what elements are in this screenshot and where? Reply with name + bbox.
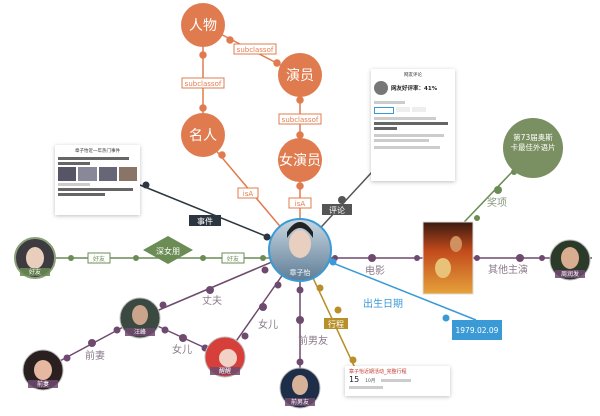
person-node-husband[interactable]: 汪峰	[119, 297, 161, 339]
event-card-title: 章子怡近一年热门事件	[75, 149, 120, 154]
schedule-card[interactable]: 章子怡近期活动_完整行程 15 10月	[345, 366, 450, 396]
edge-label: 女儿	[258, 318, 278, 331]
person-name: 汪峰	[134, 328, 146, 336]
movie-poster[interactable]	[422, 221, 474, 295]
class-node-actor[interactable]: 演员	[278, 53, 322, 97]
person-node-costar[interactable]: 周润发	[549, 239, 591, 281]
edge-label: subclassof	[237, 46, 274, 54]
schedule-day: 15	[349, 375, 360, 384]
edge-label: 前妻	[85, 349, 105, 362]
edge-label: subclassof	[185, 80, 222, 88]
edge-label: 事件	[197, 216, 213, 226]
center-name: 章子怡	[290, 268, 311, 277]
person-name: 好友	[29, 268, 41, 276]
event-images	[58, 167, 137, 181]
person-name: 前妻	[37, 380, 49, 388]
reviewer-avatar	[374, 81, 388, 95]
edge-label: 评论	[329, 205, 345, 215]
edge-label: 出生日期	[363, 297, 403, 310]
edge-label: 女儿	[172, 343, 192, 356]
award-label: 第73届奥斯卡最佳外语片	[510, 133, 556, 152]
person-name: 醒醒	[219, 368, 231, 375]
person-node-daughter[interactable]: 醒醒	[204, 336, 246, 378]
portrait-photo	[289, 230, 311, 258]
class-label: 演员	[286, 68, 314, 84]
person-node-friend[interactable]: 好友	[14, 237, 56, 279]
group-label: 深女朋	[156, 246, 180, 256]
comment-card-title: 网友评论	[404, 73, 422, 78]
class-label: 名人	[189, 128, 217, 144]
schedule-month: 10月	[365, 379, 376, 384]
comment-score: 网友好评率：41%	[391, 86, 438, 92]
edge-label: isA	[243, 190, 254, 198]
class-node-celebrity[interactable]: 名人	[181, 113, 225, 157]
class-node-person[interactable]: 人物	[181, 3, 225, 47]
birth-date-value: 1979.02.09	[456, 326, 499, 335]
person-node-ex-boyfriend[interactable]: 前男友	[279, 367, 321, 409]
edge-label: 行程	[328, 319, 344, 329]
edge-label: 电影	[365, 264, 385, 277]
edge-label: 丈夫	[202, 295, 222, 307]
center-entity-node[interactable]: 章子怡	[268, 218, 332, 282]
edge-label: subclassof	[282, 116, 319, 124]
edge-label: 其他主演	[488, 263, 528, 276]
birth-date-node[interactable]: 1979.02.09	[452, 320, 502, 340]
event-card[interactable]: 章子怡近一年热门事件	[55, 145, 140, 215]
person-name: 周润发	[561, 270, 579, 278]
edge-label: 前男友	[298, 334, 328, 347]
edge-label: 好友	[93, 255, 105, 263]
person-name: 前男友	[291, 398, 309, 406]
class-label: 女演员	[279, 152, 321, 169]
award-node[interactable]: 第73届奥斯卡最佳外语片	[503, 118, 563, 178]
edge-label: 奖项	[487, 196, 507, 209]
class-node-actress[interactable]: 女演员	[278, 138, 322, 182]
edge-label: isA	[295, 200, 306, 208]
class-label: 人物	[189, 18, 217, 34]
group-node[interactable]: 深女朋	[143, 236, 193, 264]
person-node-ex-wife[interactable]: 前妻	[22, 349, 64, 391]
schedule-card-title: 章子怡近期活动_完整行程	[349, 369, 407, 375]
edge-label: 好友	[227, 255, 239, 263]
comment-card[interactable]: 网友评论 网友好评率：41%	[371, 69, 455, 181]
